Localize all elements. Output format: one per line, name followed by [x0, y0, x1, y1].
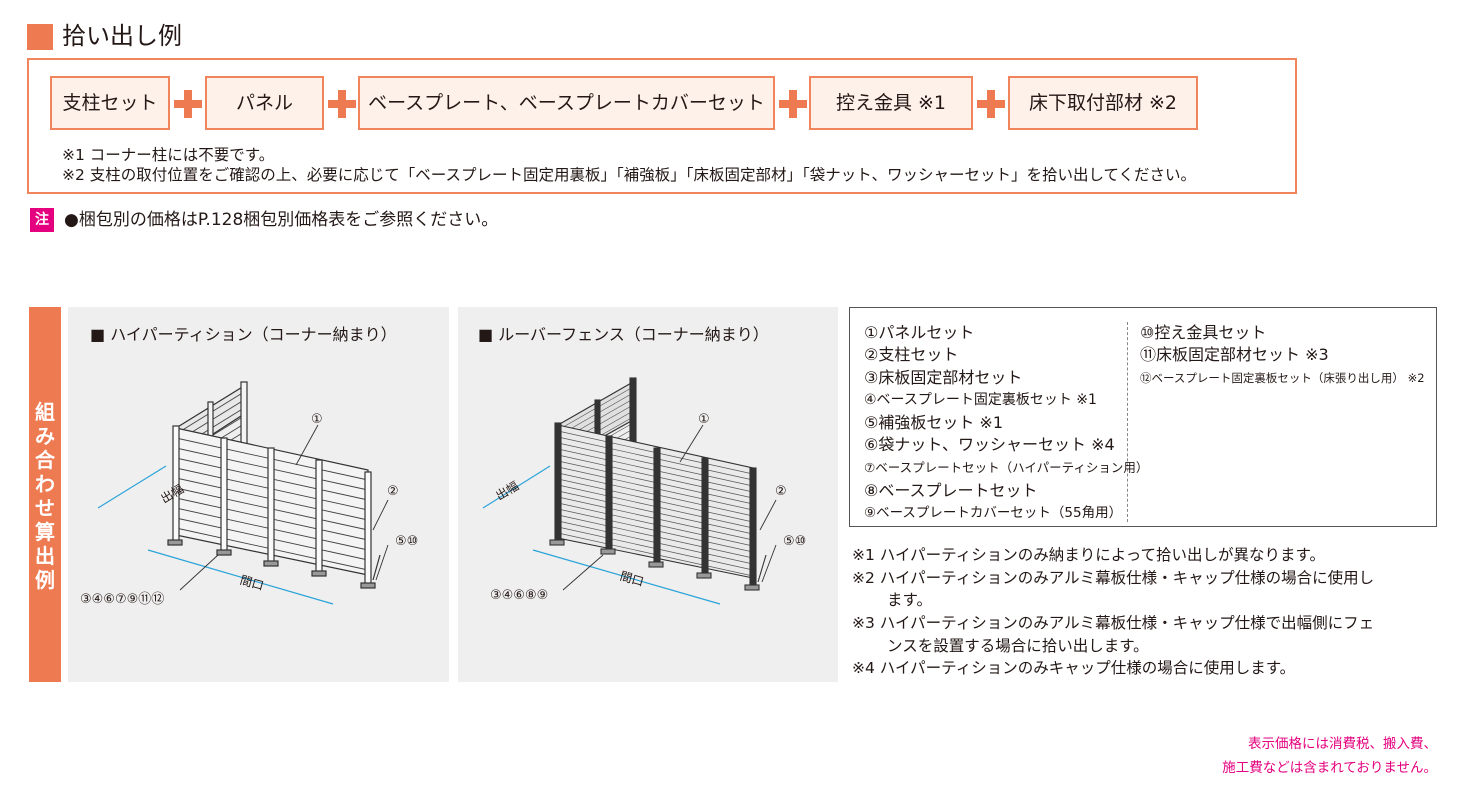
- plus-icon: [779, 90, 807, 118]
- callout-bottom-right: ③④⑥⑧⑨: [490, 588, 549, 603]
- legend-item-5: ⑤補強板セット ※1: [864, 413, 1004, 432]
- side-label-char: 組: [35, 400, 55, 424]
- legend-item-7: ⑦ベースプレートセット（ハイパーティション用）: [864, 460, 1149, 475]
- callout-510-left: ⑤⑩: [395, 534, 419, 549]
- footnote-3-cont: ンスを設置する場合に拾い出します。: [887, 637, 1149, 655]
- footnote-1: ※1 ハイパーティションのみ納まりによって拾い出しが異なります。: [852, 546, 1325, 564]
- legend-item-2: ②支柱セット: [864, 345, 959, 364]
- side-label: 組み合わせ算出例: [29, 400, 61, 592]
- pick-item-brace: 控え金具 ※1: [809, 76, 973, 130]
- footnote-4: ※4 ハイパーティションのみキャップ仕様の場合に使用します。: [852, 659, 1296, 677]
- side-label-char: 合: [35, 448, 55, 472]
- title-marker: [27, 24, 53, 50]
- side-label-char: み: [35, 424, 55, 448]
- caution-badge: 注: [30, 208, 54, 232]
- footnote-2-cont: ます。: [887, 591, 932, 609]
- footnote-2: ※2 ハイパーティションのみアルミ幕板仕様・キャップ仕様の場合に使用し: [852, 569, 1375, 587]
- footnote-3: ※3 ハイパーティションのみアルミ幕板仕様・キャップ仕様で出幅側にフェ: [852, 614, 1375, 632]
- legend-item-6: ⑥袋ナット、ワッシャーセット ※4: [864, 435, 1115, 454]
- pick-item-post-set: 支柱セット: [50, 76, 170, 130]
- price-note-line-2: 施工費などは含まれておりません。: [1222, 760, 1437, 776]
- plus-icon: [174, 90, 202, 118]
- side-label-char: 例: [35, 568, 55, 592]
- side-label-char: わ: [35, 472, 55, 496]
- callout-510-right: ⑤⑩: [783, 534, 807, 549]
- side-band: [29, 307, 61, 682]
- pick-note-2: ※2 支柱の取付位置をご確認の上、必要に応じて「ベースプレート固定用裏板」「補強…: [62, 166, 1197, 184]
- legend-item-4: ④ベースプレート固定裏板セット ※1: [864, 392, 1097, 408]
- legend-item-3: ③床板固定部材セット: [864, 368, 1023, 387]
- diagram-title-louver-fence: ■ ルーバーフェンス（コーナー納まり）: [478, 325, 769, 344]
- legend-item-9: ⑨ベースプレートカバーセット（55角用）: [864, 505, 1123, 521]
- side-label-char: せ: [35, 496, 55, 520]
- diagram-title-hyper-partition: ■ ハイパーティション（コーナー納まり）: [90, 325, 397, 344]
- plus-icon: [328, 90, 356, 118]
- pick-item-underfloor: 床下取付部材 ※2: [1008, 76, 1198, 130]
- legend-item-1: ①パネルセット: [864, 323, 975, 342]
- callout-bottom-left: ③④⑥⑦⑨⑪⑫: [80, 592, 165, 607]
- legend-item-12: ⑫ベースプレート固定裏板セット（床張り出し用） ※2: [1140, 371, 1425, 385]
- legend-item-8: ⑧ベースプレートセット: [864, 481, 1038, 500]
- hyper-partition-diagram: [97, 381, 389, 605]
- callout-1-right: ①: [698, 412, 710, 427]
- callout-2-left: ②: [387, 484, 399, 499]
- price-note-line-1: 表示価格には消費税、搬入費、: [1248, 736, 1437, 752]
- callout-2-right: ②: [775, 484, 787, 499]
- legend-divider: [1127, 322, 1128, 522]
- pick-example-frame: [27, 58, 1297, 194]
- caution-text: ●梱包別の価格はP.128梱包別価格表をご参照ください。: [64, 210, 499, 230]
- pick-item-panel: パネル: [205, 76, 324, 130]
- legend-item-10: ⑩控え金具セット: [1140, 323, 1267, 342]
- legend-item-11: ⑪床板固定部材セット ※3: [1140, 345, 1329, 364]
- plus-icon: [977, 90, 1005, 118]
- pick-item-baseplate: ベースプレート、ベースプレートカバーセット: [358, 76, 775, 130]
- side-label-char: 算: [35, 520, 55, 544]
- callout-1-left: ①: [311, 412, 323, 427]
- section-title: 拾い出し例: [62, 22, 182, 50]
- legend-box: [849, 307, 1437, 527]
- louver-fence-diagram: [482, 377, 777, 605]
- pick-note-1: ※1 コーナー柱には不要です。: [62, 146, 275, 164]
- side-label-char: 出: [35, 544, 55, 568]
